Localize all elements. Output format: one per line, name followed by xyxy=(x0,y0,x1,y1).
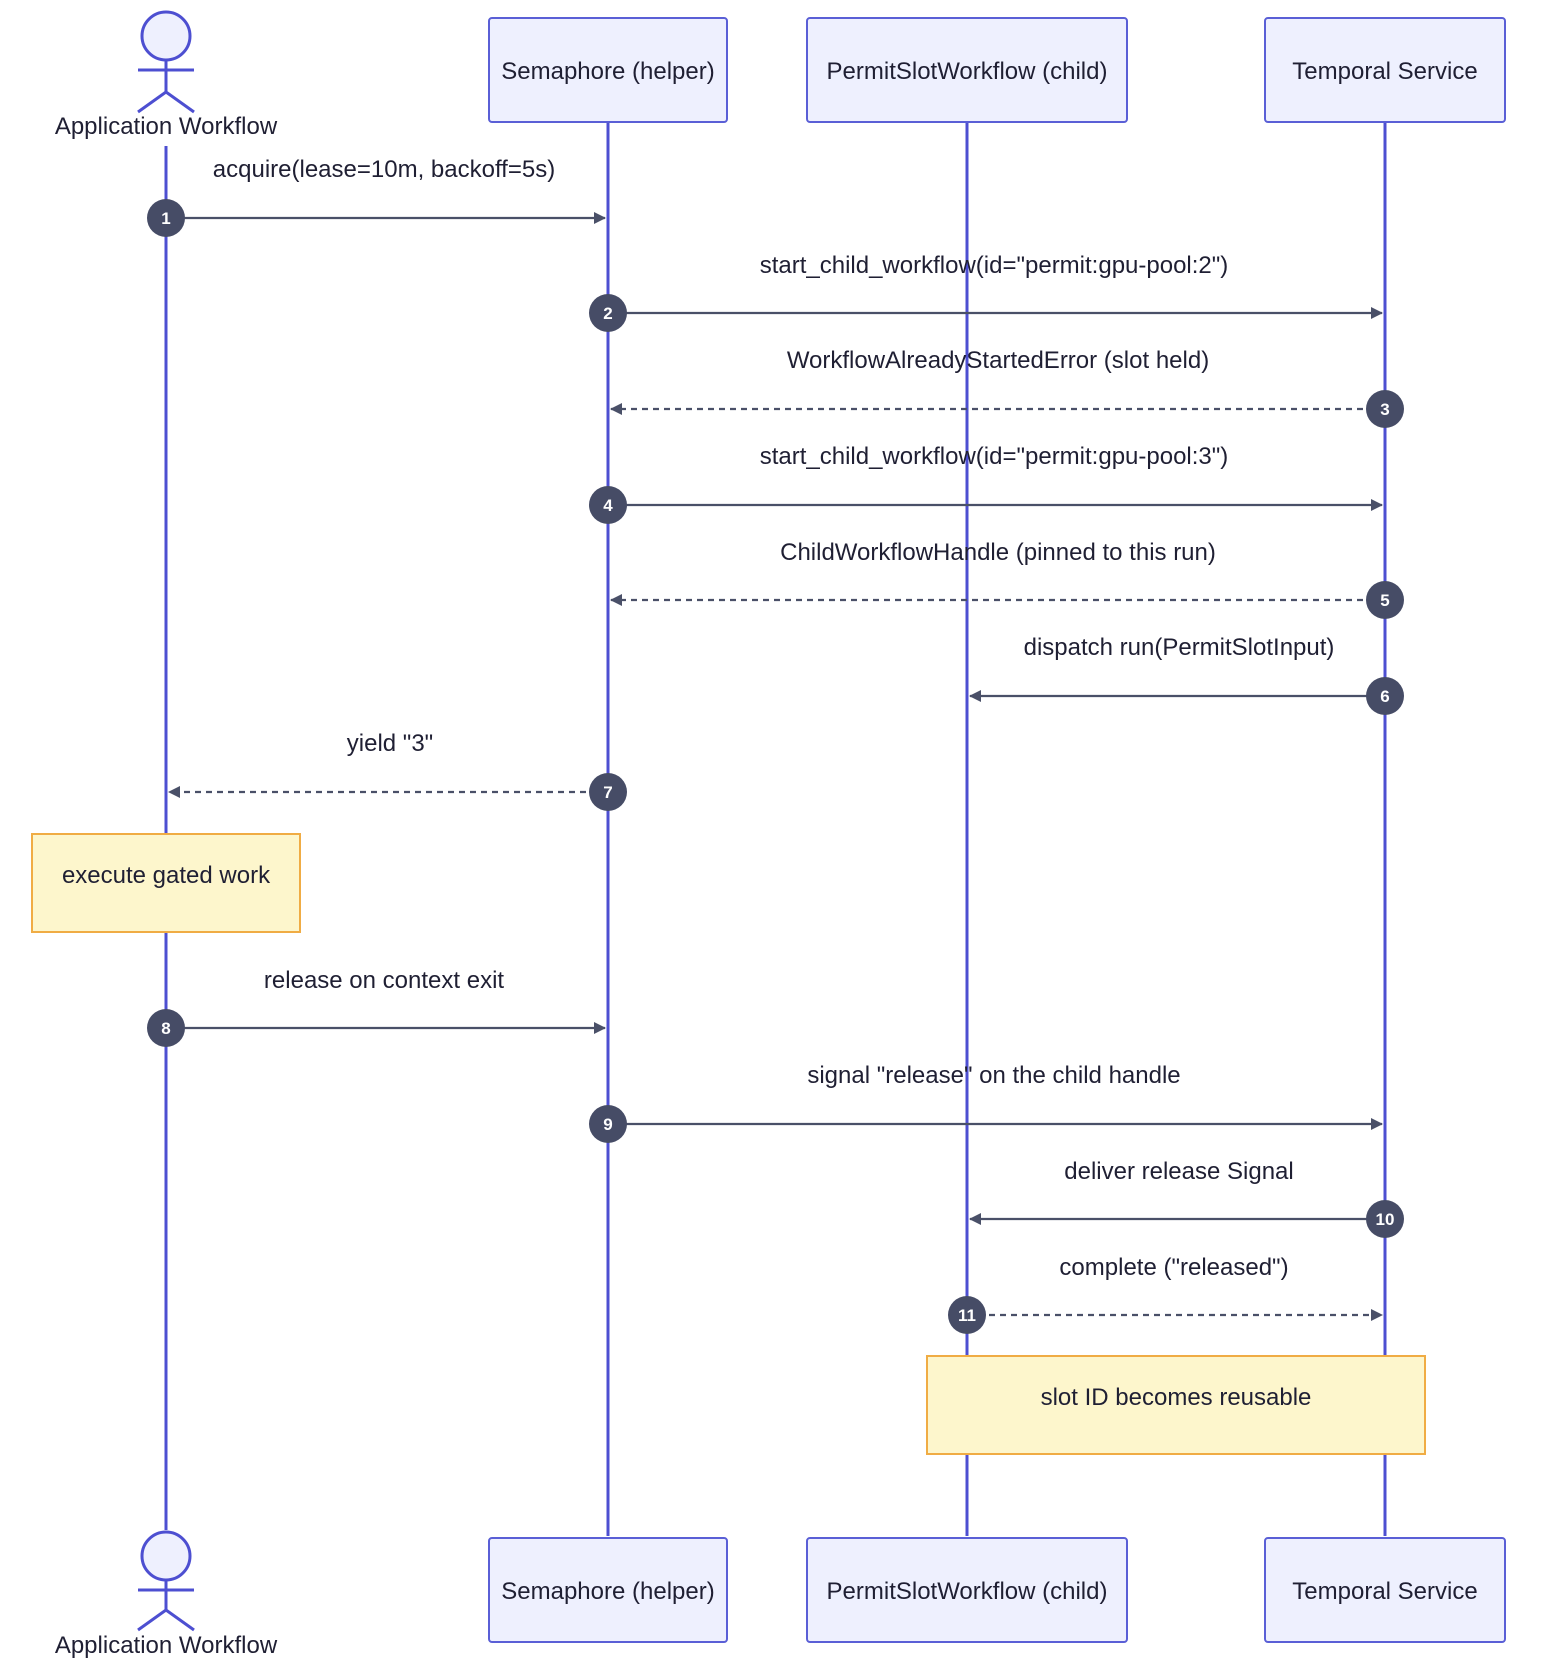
participant-label: PermitSlotWorkflow (child) xyxy=(827,58,1108,85)
step-badge xyxy=(1366,1200,1404,1238)
participant-service-bottom: Temporal Service xyxy=(1264,1537,1506,1643)
actor-label: Application Workflow xyxy=(55,113,278,140)
message-label: ChildWorkflowHandle (pinned to this run) xyxy=(780,539,1216,566)
message-8: release on context exit 8 xyxy=(147,967,606,1047)
message-6: dispatch run(PermitSlotInput) 6 xyxy=(969,634,1404,715)
svg-text:6: 6 xyxy=(1380,687,1389,706)
message-4: start_child_workflow(id="permit:gpu-pool… xyxy=(589,443,1383,524)
actor-head-icon xyxy=(140,1530,192,1582)
step-badge xyxy=(589,486,627,524)
svg-text:9: 9 xyxy=(603,1115,612,1134)
svg-text:5: 5 xyxy=(1380,591,1389,610)
actor-app-top: Application Workflow xyxy=(55,10,278,140)
message-5: ChildWorkflowHandle (pinned to this run)… xyxy=(610,539,1404,619)
step-badge xyxy=(147,1009,185,1047)
message-label: dispatch run(PermitSlotInput) xyxy=(1024,634,1335,661)
participant-label: Semaphore (helper) xyxy=(501,58,714,85)
message-label: yield "3" xyxy=(347,730,433,757)
message-7: yield "3" 7 xyxy=(168,730,627,811)
message-label: acquire(lease=10m, backoff=5s) xyxy=(213,156,555,183)
message-label: signal "release" on the child handle xyxy=(807,1062,1180,1089)
step-badge xyxy=(1366,677,1404,715)
step-badge xyxy=(589,773,627,811)
actor-head-icon xyxy=(140,10,192,62)
note-slot-reusable: slot ID becomes reusable xyxy=(926,1355,1426,1455)
participant-child-bottom: PermitSlotWorkflow (child) xyxy=(806,1537,1128,1643)
message-10: deliver release Signal 10 xyxy=(969,1158,1404,1238)
participant-semaphore-bottom: Semaphore (helper) xyxy=(488,1537,728,1643)
svg-text:2: 2 xyxy=(603,304,612,323)
message-2: start_child_workflow(id="permit:gpu-pool… xyxy=(589,252,1383,332)
svg-text:4: 4 xyxy=(603,496,613,515)
message-11: complete ("released") 11 xyxy=(948,1254,1383,1334)
participant-label: PermitSlotWorkflow (child) xyxy=(827,1578,1108,1605)
message-label: complete ("released") xyxy=(1059,1254,1288,1281)
message-9: signal "release" on the child handle 9 xyxy=(589,1062,1383,1143)
svg-text:7: 7 xyxy=(603,783,612,802)
svg-text:10: 10 xyxy=(1376,1210,1395,1229)
participant-semaphore-top: Semaphore (helper) xyxy=(488,17,728,123)
step-badge xyxy=(948,1296,986,1334)
message-label: WorkflowAlreadyStartedError (slot held) xyxy=(787,347,1209,374)
step-badge xyxy=(147,199,185,237)
participant-child-top: PermitSlotWorkflow (child) xyxy=(806,17,1128,123)
svg-text:8: 8 xyxy=(161,1019,170,1038)
step-badge xyxy=(1366,390,1404,428)
step-badge xyxy=(589,1105,627,1143)
step-badge xyxy=(589,294,627,332)
message-label: release on context exit xyxy=(264,967,504,994)
message-label: start_child_workflow(id="permit:gpu-pool… xyxy=(760,443,1229,470)
note-text: slot ID becomes reusable xyxy=(1041,1384,1312,1411)
actor-label: Application Workflow xyxy=(55,1632,278,1659)
message-label: deliver release Signal xyxy=(1064,1158,1293,1185)
message-1: acquire(lease=10m, backoff=5s) 1 xyxy=(147,156,606,237)
svg-text:1: 1 xyxy=(161,209,170,228)
svg-text:3: 3 xyxy=(1380,400,1389,419)
participant-service-top: Temporal Service xyxy=(1264,17,1506,123)
note-gated-work: execute gated work xyxy=(31,833,301,933)
participant-label: Temporal Service xyxy=(1292,1578,1477,1605)
svg-text:11: 11 xyxy=(958,1306,976,1325)
participant-label: Semaphore (helper) xyxy=(501,1578,714,1605)
note-text: execute gated work xyxy=(62,862,271,889)
actor-app-bottom: Application Workflow xyxy=(55,1530,278,1659)
message-3: WorkflowAlreadyStartedError (slot held) … xyxy=(610,347,1404,428)
message-label: start_child_workflow(id="permit:gpu-pool… xyxy=(760,252,1229,279)
participant-label: Temporal Service xyxy=(1292,58,1477,85)
step-badge xyxy=(1366,581,1404,619)
